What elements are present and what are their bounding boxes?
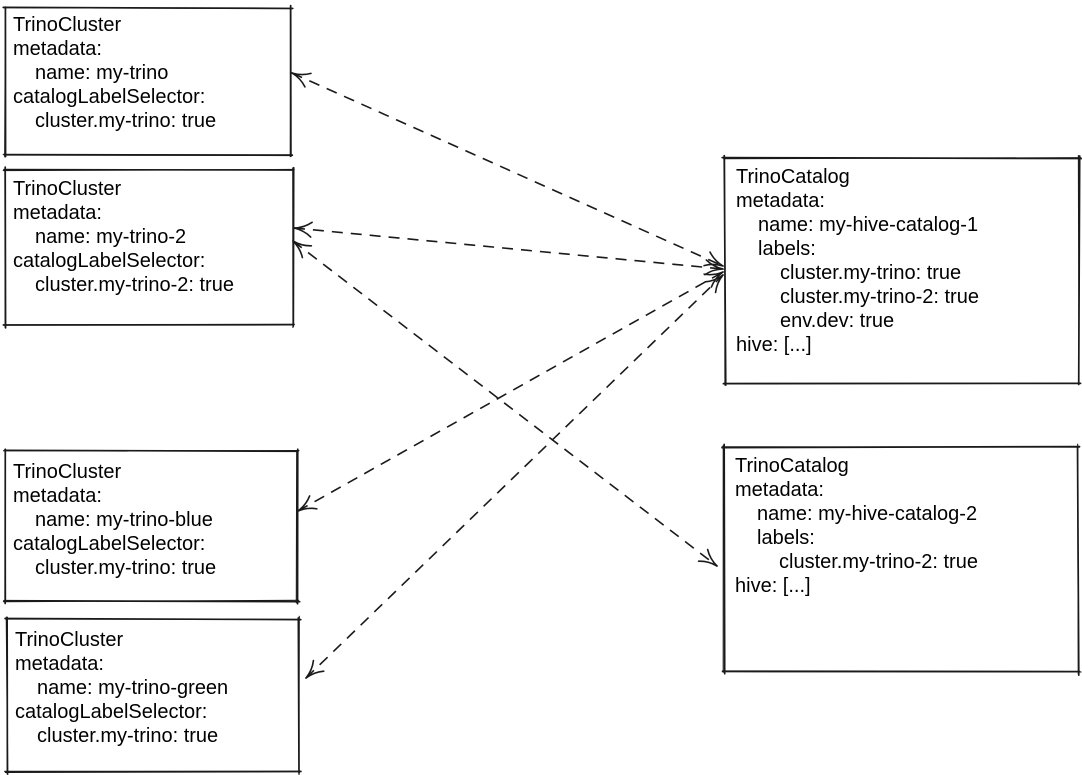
edge-dashed-line xyxy=(297,271,724,512)
yaml-line: name: my-trino-2 xyxy=(35,226,187,248)
yaml-line: name: my-trino xyxy=(35,62,169,84)
node-border xyxy=(723,157,1082,160)
yaml-line: labels: xyxy=(758,238,816,260)
yaml-line: metadata: xyxy=(13,38,102,60)
yaml-line: name: my-trino-blue xyxy=(35,509,213,531)
yaml-line: metadata: xyxy=(13,485,102,507)
yaml-line: env.dev: true xyxy=(780,310,895,332)
yaml-line: TrinoCatalog xyxy=(736,166,850,188)
yaml-line: metadata: xyxy=(13,202,102,224)
yaml-line: catalogLabelSelector: xyxy=(13,533,206,555)
arrowhead xyxy=(297,495,311,512)
yaml-line: TrinoCluster xyxy=(13,178,122,200)
yaml-line: metadata: xyxy=(735,479,824,501)
node-border xyxy=(1077,443,1079,675)
arrowhead xyxy=(703,263,724,267)
arrowhead xyxy=(714,274,724,294)
yaml-line: hive: [...] xyxy=(735,575,811,597)
node-border xyxy=(1077,155,1080,385)
yaml-line: catalogLabelSelector: xyxy=(13,86,206,108)
yaml-line: cluster.my-trino-2: true xyxy=(779,551,978,573)
edge-dashed-line xyxy=(305,274,724,679)
arrowhead xyxy=(293,221,313,229)
node-border xyxy=(3,7,294,10)
yaml-line: cluster.my-trino: true xyxy=(35,110,217,132)
node-border xyxy=(2,599,300,603)
yaml-line: name: my-hive-catalog-1 xyxy=(758,214,979,236)
yaml-line: TrinoCluster xyxy=(13,461,122,483)
node-border xyxy=(723,443,726,675)
yaml-line: cluster.my-trino-2: true xyxy=(780,286,979,308)
yaml-line: catalogLabelSelector: xyxy=(13,250,206,272)
yaml-line: name: my-trino-green xyxy=(37,677,229,699)
yaml-line: TrinoCluster xyxy=(15,629,124,651)
edge-dashed-line xyxy=(293,227,724,270)
yaml-line: metadata: xyxy=(736,190,825,212)
node-border xyxy=(2,168,295,172)
yaml-line: metadata: xyxy=(15,653,104,675)
node-border xyxy=(2,153,293,156)
yaml-line: labels: xyxy=(757,527,815,549)
node-border xyxy=(3,323,296,326)
edge-dashed-line xyxy=(292,240,718,567)
node-border xyxy=(4,6,6,158)
yaml-line: TrinoCluster xyxy=(13,14,122,36)
yaml-line: cluster.my-trino: true xyxy=(37,725,219,747)
node-border xyxy=(5,616,9,775)
yaml-line: cluster.my-trino: true xyxy=(35,557,217,579)
arrowhead xyxy=(697,560,718,567)
edge-dashed-line xyxy=(291,72,724,267)
yaml-line: TrinoCatalog xyxy=(735,455,849,477)
arrowhead xyxy=(292,240,313,247)
arrowhead xyxy=(305,659,315,679)
yaml-line: cluster.my-trino: true xyxy=(780,262,962,284)
arrowhead xyxy=(291,72,312,76)
yaml-line: catalogLabelSelector: xyxy=(15,701,208,723)
yaml-line: hive: [...] xyxy=(736,334,812,356)
yaml-line: name: my-hive-catalog-2 xyxy=(757,503,978,525)
yaml-line: cluster.my-trino-2: true xyxy=(35,274,234,296)
